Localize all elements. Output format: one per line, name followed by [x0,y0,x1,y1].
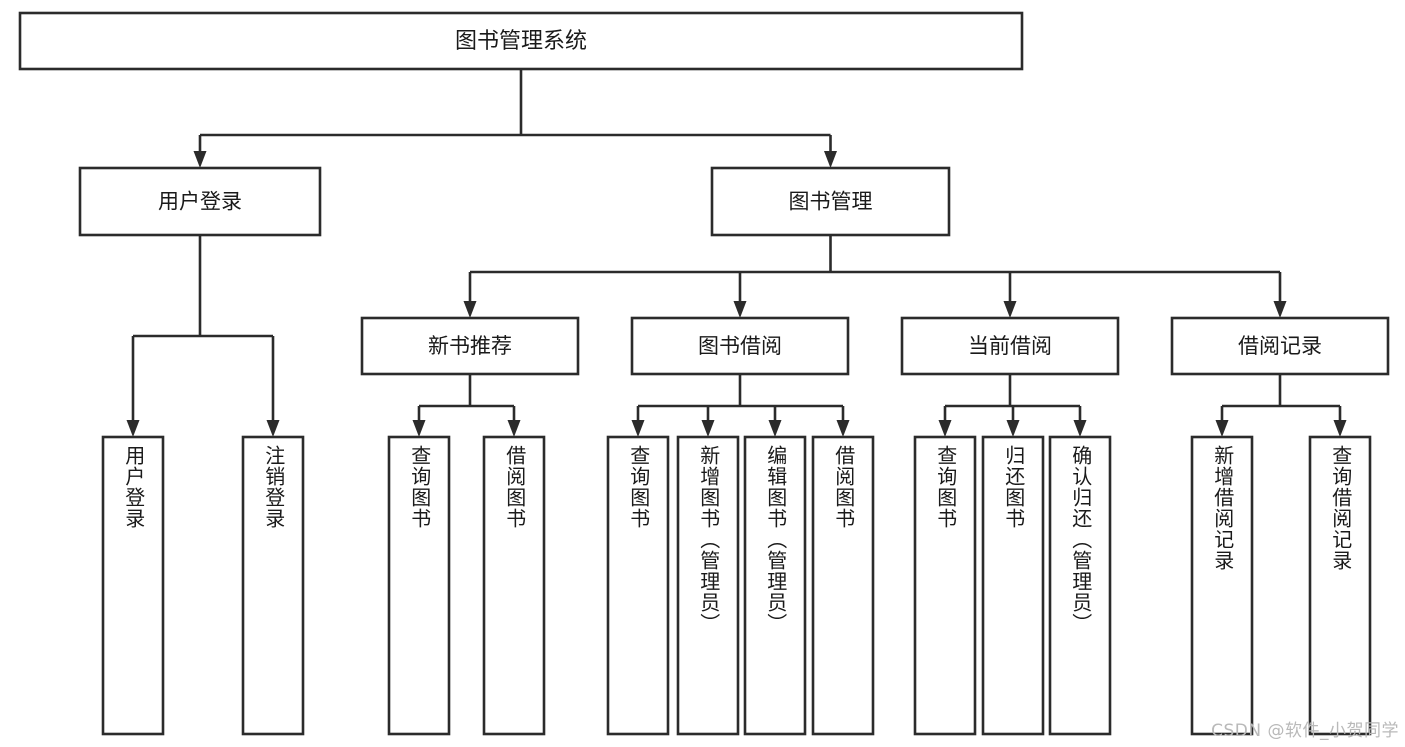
level2-node-box[interactable] [78,166,322,237]
leaf-node-box[interactable] [1308,435,1372,736]
leaf-node-box[interactable] [913,435,977,736]
level3-node-box[interactable] [360,316,580,376]
arrow-head-icon [1273,301,1287,318]
root-node-box[interactable] [18,11,1024,71]
arrow-head-icon [1073,420,1087,437]
arrow-head-icon [266,420,280,437]
leaf-node-box[interactable] [241,435,305,736]
level3-node-box[interactable] [1170,316,1390,376]
box-layer [18,11,1390,736]
level2-node-label: 图书管理 [789,190,873,214]
arrow-head-icon [701,420,715,437]
leaf-node-box[interactable] [676,435,740,736]
leaf-node-box[interactable] [101,435,165,736]
arrow-head-icon [1003,301,1017,318]
arrow-head-icon [836,420,850,437]
connector-layer [126,69,1347,437]
arrow-head-icon [193,151,207,168]
level2-node-box[interactable] [710,166,951,237]
arrow-head-icon [463,301,477,318]
leaf-node-box[interactable] [482,435,546,736]
arrow-head-icon [824,151,837,168]
arrow-head-icon [768,420,782,437]
arrow-head-icon [1333,420,1347,437]
level3-node-box[interactable] [630,316,850,376]
leaf-node-box[interactable] [1048,435,1112,736]
level3-node-label: 当前借阅 [968,334,1052,358]
arrow-head-icon [938,420,952,437]
leaf-node-box[interactable] [1190,435,1254,736]
leaf-node-box[interactable] [743,435,807,736]
level3-node-label: 借阅记录 [1238,334,1322,358]
level3-node-label: 新书推荐 [428,334,512,358]
level3-node-box[interactable] [900,316,1120,376]
leaf-node-box[interactable] [811,435,875,736]
arrow-head-icon [631,420,645,437]
leaf-node-box[interactable] [606,435,670,736]
root-node-label: 图书管理系统 [455,29,587,54]
arrow-head-icon [1215,420,1229,437]
arrow-head-icon [1006,420,1020,437]
arrow-head-icon [733,301,747,318]
arrow-head-icon [412,420,426,437]
arrow-head-icon [126,420,140,437]
watermark-text: CSDN @软件_小贺同学 [1211,721,1399,741]
level3-node-label: 图书借阅 [698,334,782,358]
level2-node-label: 用户登录 [158,190,242,214]
leaf-node-box[interactable] [981,435,1045,736]
arrow-head-icon [507,420,521,437]
leaf-node-box[interactable] [387,435,451,736]
